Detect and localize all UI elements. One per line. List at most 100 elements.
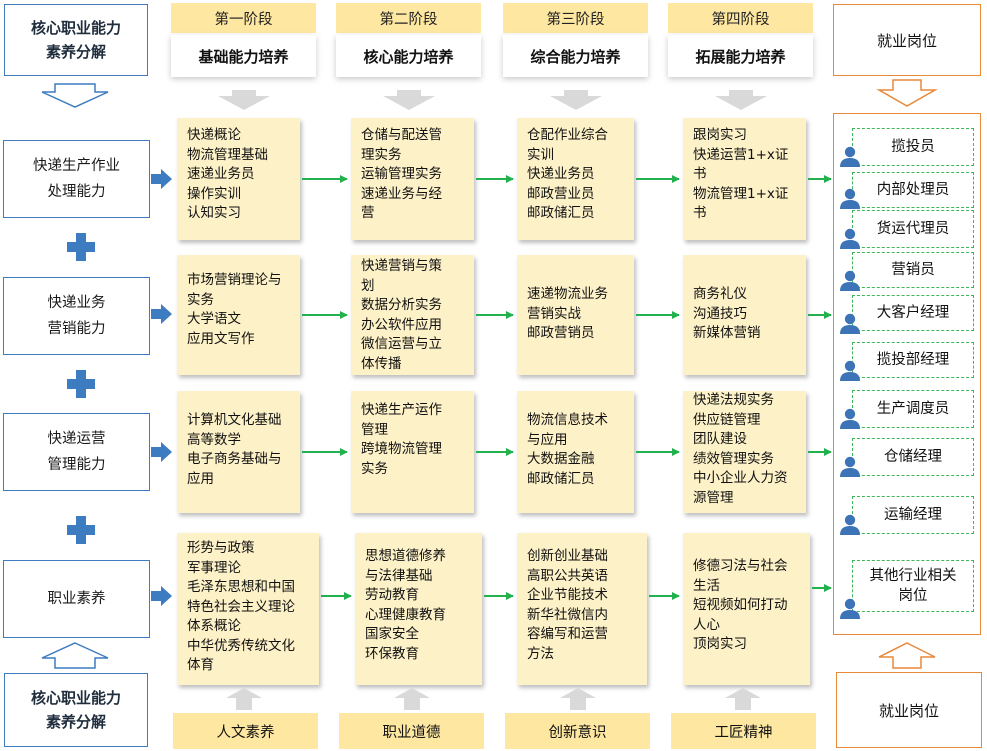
course-item: 国家安全 (365, 626, 419, 642)
course-item: 跟岗实习 (693, 127, 747, 143)
person-icon (840, 360, 860, 381)
person-icon (840, 228, 860, 249)
course-item: 供应链管理 (693, 411, 761, 428)
course-box-r2-s2: 快递营销与策 划 数据分析实务 办公软件应用 微信运营与立 体传播 (351, 255, 474, 375)
stage-arrow-down-icon (383, 90, 435, 110)
course-item: 新媒体营销 (693, 325, 761, 341)
ability-production: 快递生产作业 处理能力 (3, 140, 150, 218)
course-item: 快递概论 (187, 127, 241, 143)
course-item: 商务礼仪 (693, 286, 747, 302)
course-item: 大数据金融 (527, 451, 595, 467)
person-icon (840, 146, 860, 167)
course-item: 快递运营1+x证 书 (693, 146, 789, 183)
core-title-top: 核心职业能力 素养分解 (4, 4, 148, 76)
course-item: 认知实习 (187, 205, 241, 221)
course-item: 物流信息技术 与应用 (527, 412, 608, 448)
course-item: 快递法规实务 (693, 392, 774, 408)
course-item: 速递业务与经 营 (361, 185, 442, 222)
course-item: 仓储与配送管 理实务 (361, 127, 442, 163)
course-item: 大学语文 (187, 311, 241, 327)
stage-1-title: 基础能力培养 (171, 35, 316, 77)
course-item: 中华优秀传统文化 (187, 637, 295, 654)
course-item: 环保教育 (365, 645, 419, 662)
job-item: 货运代理员 (852, 210, 974, 248)
hollow-arrow-up-icon (41, 642, 109, 669)
course-box-r3-s4: 快递法规实务 供应链管理 团队建设 绩效管理实务 中小企业人力资 源管理 (683, 391, 806, 513)
job-item: 其他行业相关 岗位 (852, 560, 974, 612)
course-item: 快递生产运作 管理 (361, 402, 442, 438)
course-box-r2-s1: 市场营销理论与 实务 大学语文 应用文写作 (177, 255, 300, 375)
job-item: 营销员 (852, 252, 974, 288)
bottom-arrow-up-icon (394, 688, 430, 710)
stage-4-title: 拓展能力培养 (668, 35, 813, 77)
course-item: 电子商务基础与 应用 (187, 451, 282, 487)
person-icon (840, 456, 860, 477)
course-item: 高等数学 (187, 431, 241, 448)
block-arrow-right-icon (151, 304, 172, 324)
course-box-r2-s3: 速递物流业务 营销实战 邮政营销员 (517, 255, 634, 375)
course-item: 微信运营与立 体传播 (361, 336, 442, 372)
core-title-bottom: 核心职业能力 素养分解 (4, 673, 148, 747)
course-box-r1-s3: 仓配作业综合 实训 快递业务员 邮政营业员 邮政储汇员 (517, 118, 634, 240)
bottom-tab-humanities: 人文素养 (173, 713, 318, 749)
course-box-r1-s1: 快递概论 物流管理基础 速递业务员 操作实训 认知实习 (177, 118, 300, 240)
ability-professionalism: 职业素养 (3, 560, 150, 638)
course-item: 跨境物流管理 实务 (361, 441, 442, 477)
job-item: 揽投员 (852, 128, 974, 166)
course-item: 物流管理基础 (187, 146, 268, 163)
course-item: 形势与政策 (187, 540, 255, 556)
person-icon (840, 313, 860, 334)
bottom-arrow-up-icon (226, 688, 262, 710)
course-item: 团队建设 (693, 431, 747, 447)
course-item: 毛泽东思想和中国 特色社会主义理论 体系概论 (187, 579, 295, 634)
plus-icon (67, 233, 95, 261)
bottom-arrow-up-icon (725, 688, 761, 710)
course-item: 思想道德修养 与法律基础 (365, 548, 446, 584)
course-item: 数据分析实务 (361, 297, 442, 313)
job-item: 运输经理 (852, 496, 974, 534)
course-box-r4-s3: 创新创业基础 高职公共英语 企业节能技术 新华社微信内 容编写和运营 方法 (517, 533, 647, 685)
employment-arrow-down-icon (876, 79, 938, 107)
course-item: 邮政储汇员 (527, 470, 595, 487)
course-item: 运输管理实务 (361, 166, 442, 182)
course-item: 快递营销与策 划 (361, 258, 442, 294)
stage-2-title: 核心能力培养 (336, 35, 481, 77)
course-box-r1-s2: 仓储与配送管 理实务 运输管理实务 速递业务与经 营 (351, 118, 474, 240)
course-box-r2-s4: 商务礼仪 沟通技巧 新媒体营销 (683, 255, 806, 375)
stage-3-title: 综合能力培养 (503, 35, 648, 77)
block-arrow-right-icon (151, 586, 172, 606)
course-item: 市场营销理论与 实务 (187, 272, 282, 308)
job-item: 大客户经理 (852, 295, 974, 331)
stage-arrow-down-icon (715, 90, 767, 110)
course-box-r3-s3: 物流信息技术 与应用 大数据金融 邮政储汇员 (517, 391, 634, 513)
course-item: 新华社微信内 容编写和运营 方法 (527, 606, 608, 662)
course-item: 速递物流业务 营销实战 (527, 286, 608, 322)
employment-header-top: 就业岗位 (833, 4, 981, 76)
course-item: 快递业务员 (527, 166, 595, 182)
course-item: 办公软件应用 (361, 316, 442, 333)
stage-arrow-down-icon (218, 90, 270, 110)
course-item: 邮政储汇员 (527, 205, 595, 221)
person-icon (840, 270, 860, 291)
stage-2-tab: 第二阶段 (336, 3, 481, 33)
plus-icon (67, 370, 95, 398)
course-item: 应用文写作 (187, 330, 255, 347)
job-item: 揽投部经理 (852, 342, 974, 378)
course-item: 邮政营业员 (527, 185, 595, 202)
ability-management: 快递运营 管理能力 (3, 413, 150, 491)
course-item: 沟通技巧 (693, 305, 747, 322)
course-item: 军事理论 (187, 559, 241, 576)
course-item: 劳动教育 (365, 587, 419, 603)
person-icon (840, 188, 860, 209)
course-item: 顶岗实习 (693, 636, 747, 652)
course-box-r3-s2: 快递生产运作 管理 跨境物流管理 实务 (351, 391, 474, 513)
course-item: 修德习法与社会 生活 (693, 558, 788, 594)
person-icon (840, 514, 860, 535)
course-item: 邮政营销员 (527, 325, 595, 341)
course-item: 企业节能技术 (527, 587, 608, 603)
course-box-r3-s1: 计算机文化基础 高等数学 电子商务基础与 应用 (177, 391, 300, 513)
course-item: 物流管理1+x证 书 (693, 185, 789, 222)
course-item: 体育 (187, 657, 214, 673)
course-box-r1-s4: 跟岗实习 快递运营1+x证 书 物流管理1+x证 书 (683, 118, 806, 240)
